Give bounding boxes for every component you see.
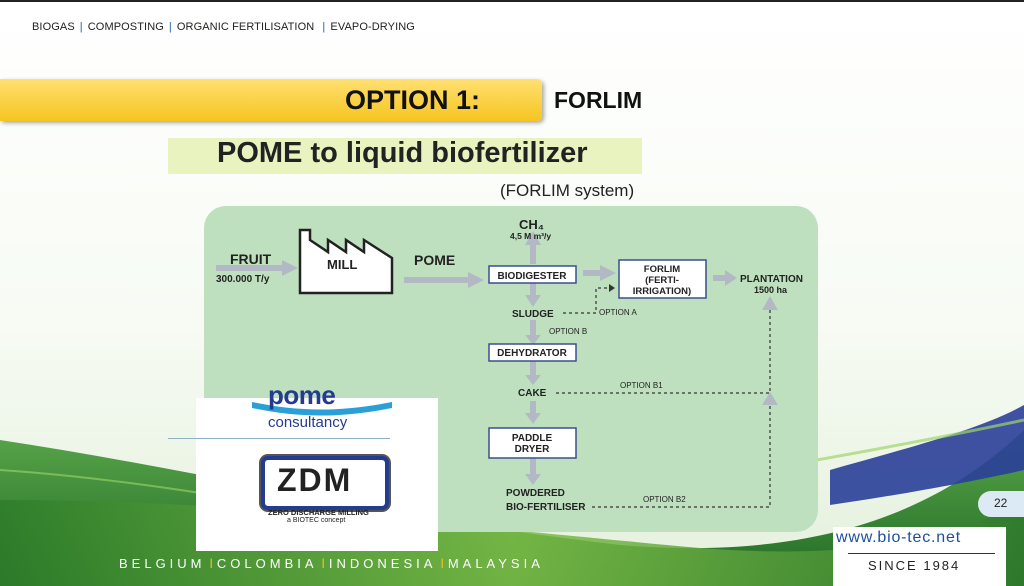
ch4-rate: 4,5 M m³/y [510, 231, 551, 241]
option-a-line [563, 287, 612, 314]
zdm-logo-tagline: a BIOTEC concept [287, 517, 346, 524]
country-belgium: BELGIUM [119, 556, 206, 571]
logo-divider [168, 438, 390, 439]
sludge-label: SLUDGE [512, 309, 554, 320]
option-b1-line [556, 310, 771, 394]
cake-label: CAKE [518, 388, 547, 399]
option-b-label: OPTION B [549, 327, 587, 336]
option-b2-line [592, 405, 771, 508]
forlim-label-2: (FERTI- [645, 275, 679, 286]
paddle-dryer-box [488, 427, 577, 459]
pome-label: POME [414, 252, 455, 268]
nav-evapo-drying[interactable]: EVAPO-DRYING [330, 21, 415, 33]
website-box [833, 527, 1006, 586]
nav-biogas[interactable]: BIOGAS [32, 21, 75, 33]
website-divider [848, 553, 995, 554]
top-nav: BIOGAS|COMPOSTING|ORGANIC FERTILISATION … [32, 21, 415, 33]
option-label: OPTION 1: [345, 85, 481, 115]
zdm-logo-frame [261, 456, 389, 510]
page-subtitle: (FORLIM system) [500, 181, 635, 200]
since-label: SINCE 1984 [868, 558, 961, 573]
country-colombia: COLOMBIA [216, 556, 318, 571]
dehydrator-box [488, 343, 577, 362]
option-a-label: OPTION A [599, 308, 637, 317]
ch4-label: CH₄ [519, 217, 544, 232]
biodigester-label: BIODIGESTER [498, 271, 568, 282]
mill-factory-icon [298, 228, 394, 295]
biodigester-box [488, 265, 577, 284]
option-b1-label: OPTION B1 [620, 381, 663, 390]
option-banner [0, 79, 542, 121]
forlim-box [618, 259, 707, 299]
powder-label-2: BIO-FERTILISER [506, 502, 586, 513]
title-highlight [168, 138, 642, 174]
page-number-badge [978, 491, 1024, 517]
forlim-label-1: FORLIM [644, 264, 680, 275]
nav-composting[interactable]: COMPOSTING [87, 21, 164, 33]
arrow-heads [282, 231, 778, 485]
nav-organic-fertilisation[interactable]: ORGANIC FERTILISATION [176, 21, 315, 33]
fruit-rate: 300.000 T/y [216, 274, 270, 285]
paddle-label-2: DRYER [515, 444, 550, 455]
zdm-logo-fullname: ZERO DISCHARGE MILLING [268, 508, 369, 517]
country-indonesia: INDONESIA [328, 556, 437, 571]
paddle-label-1: PADDLE [512, 433, 553, 444]
forlim-label-3: IRRIGATION) [633, 286, 691, 297]
country-malaysia: MALAYSIA [447, 556, 544, 571]
option-dashed-lines [556, 287, 771, 508]
powder-label-1: POWDERED [506, 488, 565, 499]
page-number: 22 [994, 496, 1008, 510]
plantation-label: PLANTATION [740, 274, 803, 285]
page-title: POME to liquid biofertilizer [217, 137, 588, 169]
flow-arrows [216, 243, 728, 476]
option-b2-label: OPTION B2 [643, 495, 686, 504]
website-link[interactable]: www.bio-tec.net [836, 529, 961, 546]
plantation-area: 1500 ha [754, 285, 788, 295]
dehydrator-label: DEHYDRATOR [497, 348, 567, 359]
pome-logo-consultancy: consultancy [268, 414, 348, 431]
option-name: FORLIM [554, 87, 643, 113]
fruit-label: FRUIT [230, 251, 272, 267]
mill-label: MILL [327, 257, 357, 272]
pome-logo-wave [252, 402, 392, 416]
pome-logo-word: pome [268, 380, 336, 410]
zdm-logo-text: ZDM [277, 462, 353, 498]
